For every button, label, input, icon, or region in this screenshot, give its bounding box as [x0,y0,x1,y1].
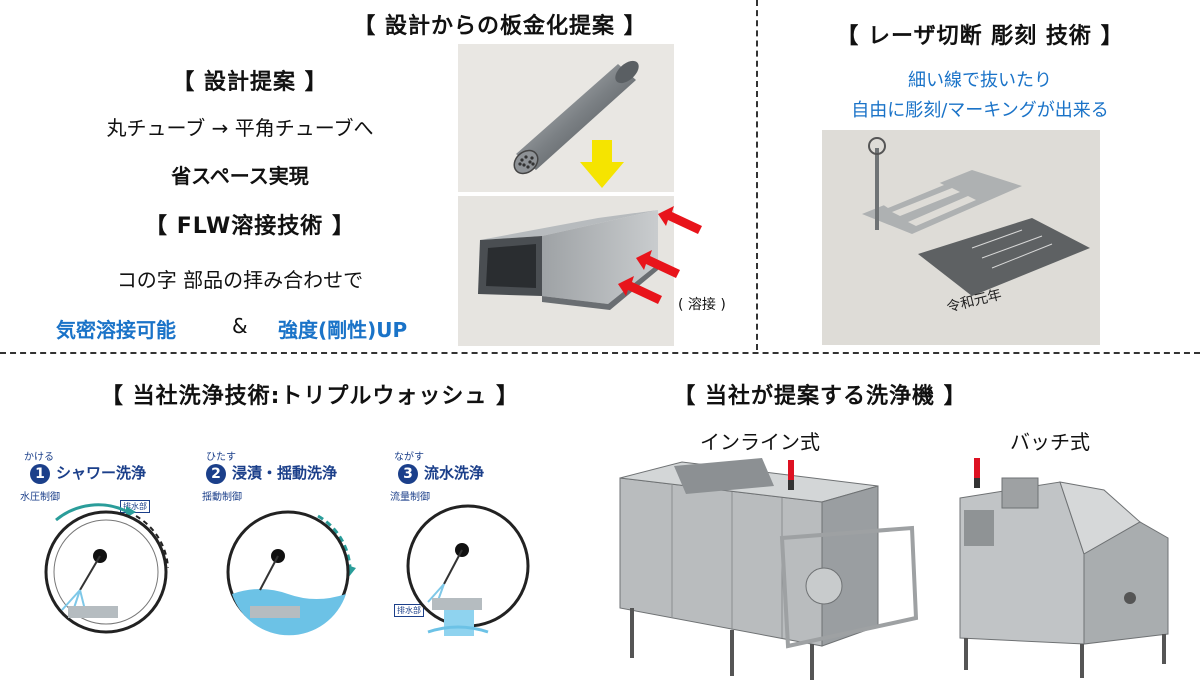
ampersand: & [232,314,248,338]
weld-arrow-icon-3 [618,276,662,304]
batch-washer-label: バッチ式 [1010,430,1090,454]
inline-washer-photo [612,458,924,684]
arrow-down-icon [580,140,624,188]
space-saving-text: 省スペース実現 [171,164,309,188]
panel-heading: 2 浸漬・揺動洗浄 [206,462,337,484]
divider-horizontal [0,352,1200,354]
panel-label: 浸漬・揺動洗浄 [232,464,338,482]
step-number-badge: 2 [206,464,226,484]
panel-furigana: かける [24,452,54,463]
washer-proposal-title: 【 当社が提案する洗浄機 】 [673,384,967,409]
panel-sub-label: 揺動制御 [202,492,242,503]
weld-note: ( 溶接 ) [678,297,726,313]
design-proposal-heading: 【 設計提案 】 [172,70,328,95]
panel-sub-label: 流量制御 [390,492,430,503]
panel-heading: 3 流水洗浄 [398,462,484,484]
laser-line2: 自由に彫刻/マーキングが出来る [851,100,1109,121]
shower-wash-diagram [44,503,169,634]
laser-cutting-title: 【 レーザ切断 彫刻 技術 】 [836,24,1124,49]
rectangular-tube-photo [458,196,674,346]
laser-line1: 細い線で抜いたり [908,70,1052,91]
divider-vertical-top [756,0,758,350]
step-number-badge: 1 [30,464,50,484]
sheet-metal-proposal-title: 【 設計からの板金化提案 】 [353,14,647,39]
airtight-weld-text: 気密溶接可能 [56,318,176,342]
panel-heading: 1 シャワー洗浄 [30,462,146,484]
panel-label: 流水洗浄 [424,464,485,482]
immersion-wash-diagram [226,510,356,636]
wash-panel-immersion: ひたす 2 浸漬・揺動洗浄 揺動制御 [200,448,370,638]
flw-heading: 【 FLW溶接技術 】 [145,214,355,239]
panel-furigana: ながす [394,452,424,463]
weld-arrow-icon-1 [658,206,702,234]
strength-up-text: 強度(剛性)UP [278,318,408,342]
drain-tag: 排水部 [394,604,424,617]
wash-panel-flowing: ながす 3 流水洗浄 流量制御 排水部 [388,448,558,638]
panel-furigana: ひたす [206,452,236,463]
flowing-wash-diagram [406,504,530,636]
weld-arrow-icon-2 [636,250,680,278]
panel-sub-label: 水圧制御 [20,492,60,503]
batch-washer-photo [944,458,1176,684]
triple-wash-title: 【 当社洗浄技術:トリプルウォッシュ 】 [100,384,520,409]
inline-washer-label: インライン式 [700,430,820,454]
laser-engraving-photo: 令和元年 [822,130,1100,345]
step-number-badge: 3 [398,464,418,484]
round-tube-photo [458,44,674,192]
tube-change-text: 丸チューブ → 平角チューブへ [106,116,374,140]
panel-label: シャワー洗浄 [56,464,147,482]
flw-description: コの字 部品の拝み合わせで [116,268,364,292]
